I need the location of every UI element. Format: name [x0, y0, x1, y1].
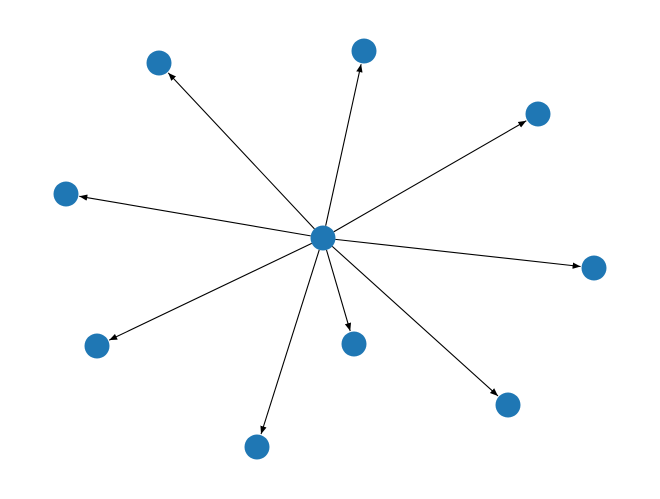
edge-0-3: [333, 120, 527, 233]
edge-0-1: [167, 72, 315, 230]
hub-node: [310, 225, 336, 251]
node-3: [525, 101, 551, 127]
node-5: [581, 255, 607, 281]
edge-0-8: [331, 245, 499, 397]
nodes: [53, 38, 607, 460]
node-9: [244, 434, 270, 460]
edges: [79, 64, 581, 435]
edge-0-2: [325, 64, 363, 226]
edge-0-9: [260, 249, 320, 435]
node-8: [495, 392, 521, 418]
edge-0-7: [325, 249, 352, 332]
node-4: [53, 181, 79, 207]
edge-0-4: [79, 194, 311, 237]
edge-0-5: [335, 238, 581, 269]
node-6: [84, 333, 110, 359]
node-7: [341, 331, 367, 357]
edge-0-6: [108, 242, 312, 341]
node-1: [146, 50, 172, 76]
node-2: [351, 38, 377, 64]
